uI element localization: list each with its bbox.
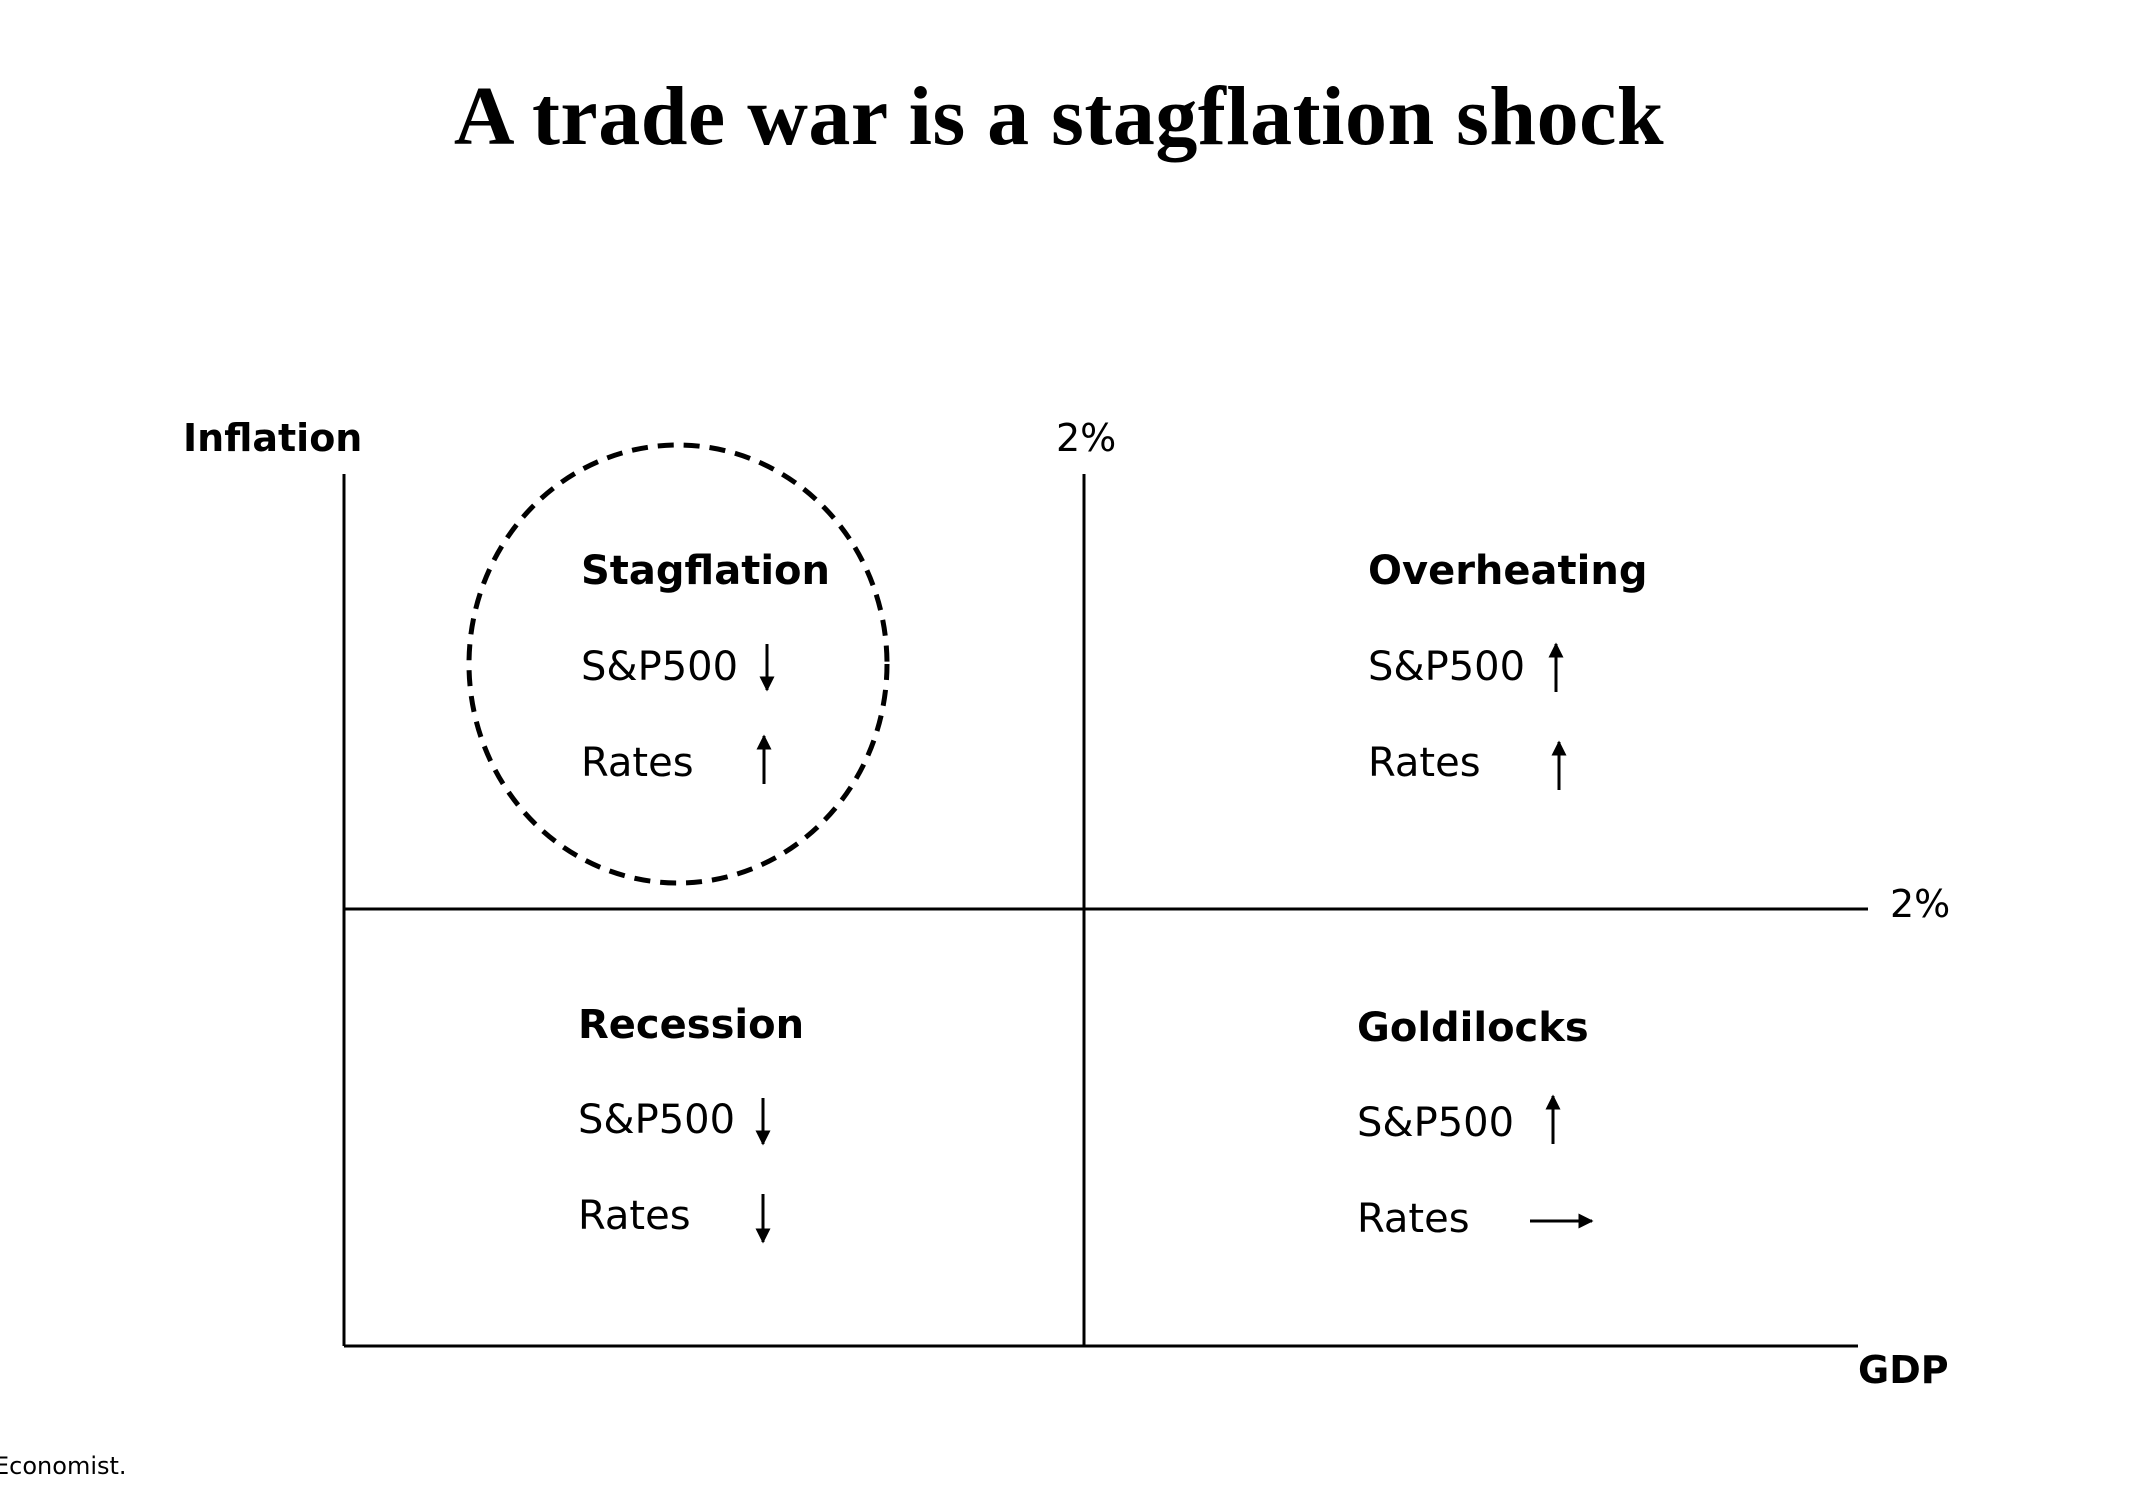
stagflation-highlight-circle xyxy=(466,442,890,886)
goldilocks-rates-label: Rates xyxy=(1357,1196,1470,1242)
stagflation-rates-label: Rates xyxy=(581,740,694,786)
stagflation-sp500-label: S&P500 xyxy=(581,644,739,690)
gdp-threshold-label: 2% xyxy=(1056,416,1117,460)
recession-rates-label: Rates xyxy=(578,1193,691,1239)
overheating-sp500-label: S&P500 xyxy=(1368,644,1526,690)
overheating-title: Overheating xyxy=(1368,548,1648,594)
inflation-threshold-label: 2% xyxy=(1890,882,1951,926)
x-axis-label: GDP xyxy=(1858,1348,1949,1392)
recession-title: Recession xyxy=(578,1002,805,1048)
page-title: A trade war is a stagflation shock xyxy=(453,70,1665,163)
stagflation-title: Stagflation xyxy=(581,548,830,594)
goldilocks-sp500-label: S&P500 xyxy=(1357,1100,1515,1146)
y-axis-label: Inflation xyxy=(183,416,363,460)
overheating-rates-label: Rates xyxy=(1368,740,1481,786)
recession-sp500-label: S&P500 xyxy=(578,1097,736,1143)
source-note: Economist. xyxy=(0,1452,127,1480)
goldilocks-title: Goldilocks xyxy=(1357,1005,1589,1051)
